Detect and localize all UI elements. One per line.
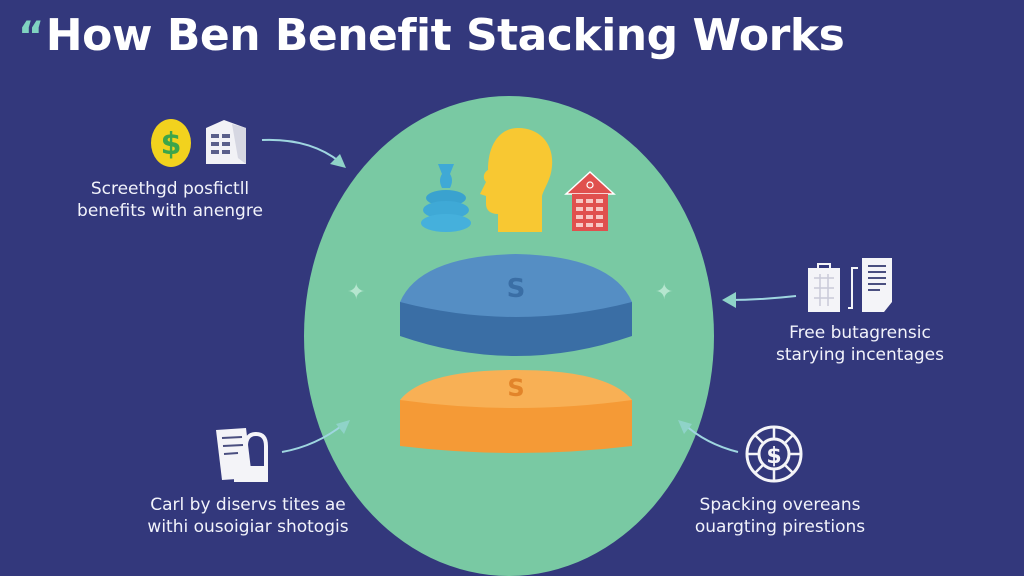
- stack-icon: [421, 164, 471, 232]
- dollar-wheel-icon: $: [745, 425, 803, 483]
- callout-line: benefits with anengre: [77, 201, 263, 221]
- document-icon: [848, 258, 892, 312]
- callout-line: Screethgd posfictll: [90, 179, 250, 199]
- top-benefit-disc: S: [400, 252, 632, 362]
- callout-line: withi ousoigiar shotogis: [147, 517, 349, 537]
- title-text: How Ben Benefit Stacking Works: [45, 10, 845, 61]
- building-icon: [206, 120, 246, 164]
- document-lock-icon: [216, 428, 268, 482]
- callout-line: starying incentages: [776, 345, 944, 365]
- callout-bottom-right: Spacking overeans ouargting pirestions: [680, 494, 880, 538]
- callout-line: Spacking overeans: [699, 495, 861, 515]
- clipboard-icon: [808, 263, 840, 312]
- page-title: “How Ben Benefit Stacking Works: [18, 10, 845, 61]
- callout-top-left: Screethgd posfictll benefits with anengr…: [60, 178, 280, 222]
- sparkle-icon: ✦: [347, 280, 366, 305]
- disc-shape: [400, 254, 632, 356]
- callout-line: Carl by diservs tites ae: [150, 495, 346, 515]
- disc-symbol: S: [506, 274, 526, 304]
- svg-text:$: $: [161, 127, 182, 162]
- callout-right: Free butagrensic starying incentages: [760, 322, 960, 366]
- dollar-coin-icon: $: [151, 119, 191, 167]
- disc-symbol: S: [507, 374, 525, 402]
- quote-mark: “: [18, 14, 44, 60]
- callout-line: ouargting pirestions: [694, 517, 866, 537]
- sparkle-icon: ✦: [655, 280, 674, 305]
- callout-bottom-left: Carl by diservs tites ae withi ousoigiar…: [118, 494, 378, 538]
- disc-shape: [400, 370, 632, 453]
- callout-line: Free butagrensic: [789, 323, 931, 343]
- head-profile-icon: [480, 128, 553, 232]
- bottom-benefit-disc: S: [400, 368, 632, 456]
- house-icon: [564, 170, 616, 231]
- svg-text:$: $: [766, 444, 781, 469]
